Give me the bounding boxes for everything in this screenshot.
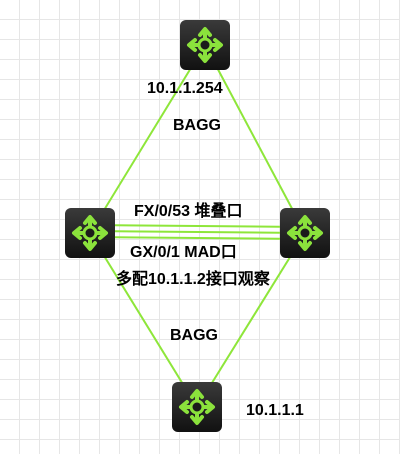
stack-link-label: FX/0/53 堆叠口 [134, 203, 243, 220]
mad-link-label: GX/0/1 MAD口 [130, 244, 237, 261]
bottom-bagg-label: BAGG [170, 327, 218, 344]
link-bottom-left [89, 232, 198, 408]
stack-link-a [89, 224, 306, 228]
link-bottom-right [196, 232, 306, 408]
link-top-right [204, 44, 306, 234]
bottom-ip-label: 10.1.1.1 [246, 402, 304, 419]
router-top-icon[interactable] [178, 18, 232, 72]
link-top-left [89, 44, 206, 234]
router-bottom-icon[interactable] [170, 380, 224, 434]
router-right-icon[interactable] [278, 206, 332, 260]
top-bagg-label: BAGG [173, 117, 221, 134]
router-left-icon[interactable] [63, 206, 117, 260]
mad-note-label: 多配10.1.1.2接口观察 [116, 271, 270, 288]
mad-link [89, 236, 306, 240]
stack-link-b [89, 230, 306, 234]
top-ip-label: 10.1.1.254 [147, 80, 223, 97]
